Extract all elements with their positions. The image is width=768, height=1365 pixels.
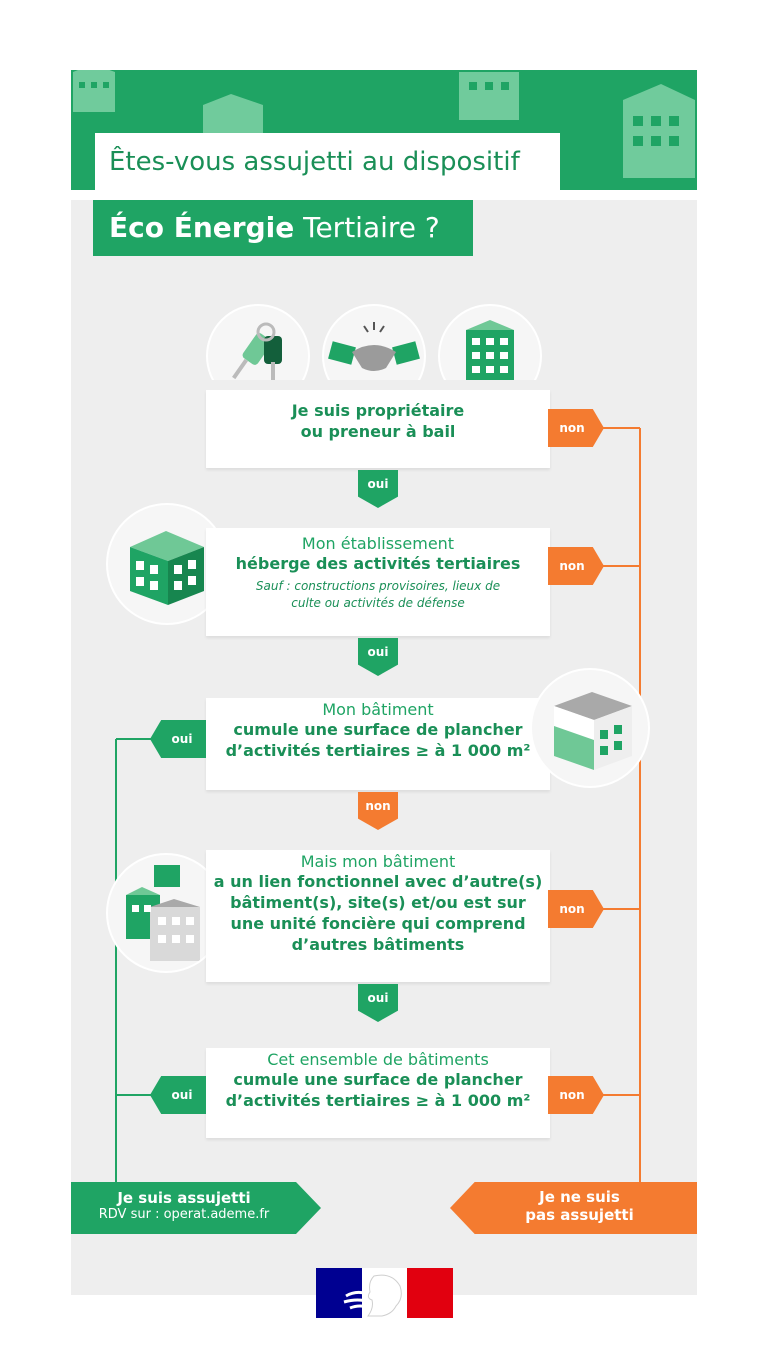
step-owner-text-1: Je suis propriétaire xyxy=(291,401,465,420)
step-surface-box: Mon bâtiment cumule une surface de planc… xyxy=(206,698,550,790)
step-link-text-3: une unité foncière qui comprend xyxy=(230,914,526,933)
title-rest: Tertiaire ? xyxy=(294,211,440,244)
step-link-intro: Mais mon bâtiment xyxy=(300,852,456,871)
grey-building-icon-circle xyxy=(530,668,650,788)
header-buildings-icon xyxy=(73,70,695,178)
result-subject-link[interactable]: RDV sur : operat.ademe.fr xyxy=(98,1207,270,1222)
handshake-icon-circle xyxy=(322,304,426,380)
step-link-box: Mais mon bâtiment a un lien fonctionnel … xyxy=(206,850,550,982)
title-bold: Éco Énergie xyxy=(109,211,295,244)
building-group-icon xyxy=(126,865,200,961)
keys-icon xyxy=(232,322,282,380)
result-subject-title: Je suis assujetti xyxy=(117,1189,251,1207)
building-icon xyxy=(466,320,514,380)
step-ensemble-text-1: cumule une surface de plancher xyxy=(233,1070,523,1089)
result-not-subject: Je ne suis pas assujetti xyxy=(450,1182,697,1234)
step-ensemble-box: Cet ensemble de bâtiments cumule une sur… xyxy=(206,1048,550,1138)
step-link-text-1: a un lien fonctionnel avec d’autre(s) xyxy=(213,872,543,891)
step-owner-text-2: ou preneur à bail xyxy=(300,422,456,441)
non-arrow-3: non xyxy=(548,890,604,928)
oui-arrow-left-1: oui xyxy=(150,720,206,758)
step-surface-text-2: d’activités tertiaires ≥ à 1 000 m² xyxy=(225,741,531,760)
step-surface-intro: Mon bâtiment xyxy=(322,700,434,719)
marianne-logo-icon xyxy=(316,1268,453,1318)
step-tertiary-text: héberge des activités tertiaires xyxy=(235,554,521,573)
title-line-1: Êtes-vous assujetti au dispositif xyxy=(95,133,560,191)
title-line-2: Éco Énergie Tertiaire ? xyxy=(93,200,473,256)
handshake-icon xyxy=(328,322,420,371)
step-link-text-2: bâtiment(s), site(s) et/ou est sur xyxy=(230,893,526,912)
step-tertiary-box: Mon établissement héberge des activités … xyxy=(206,528,550,636)
result-not-subject-line2: pas assujetti xyxy=(525,1206,634,1224)
non-arrow-2: non xyxy=(548,547,604,585)
building-icon-circle xyxy=(438,304,542,380)
grey-building-icon xyxy=(554,692,632,770)
step-owner-box: Je suis propriétaire ou preneur à bail xyxy=(206,390,550,468)
oui-arrow-left-2: oui xyxy=(150,1076,206,1114)
step-tertiary-intro: Mon établissement xyxy=(301,534,455,553)
office-block-icon xyxy=(130,531,204,605)
non-arrow-4: non xyxy=(548,1076,604,1114)
step-tertiary-note: Sauf : constructions provisoires, lieux … xyxy=(255,579,501,610)
step-link-text-4: d’autres bâtiments xyxy=(291,935,465,954)
step-ensemble-intro: Cet ensemble de bâtiments xyxy=(267,1050,489,1069)
non-arrow-1: non xyxy=(548,409,604,447)
result-not-subject-line1: Je ne suis xyxy=(539,1188,620,1206)
step-ensemble-text-2: d’activités tertiaires ≥ à 1 000 m² xyxy=(225,1091,531,1110)
result-subject: Je suis assujetti RDV sur : operat.ademe… xyxy=(71,1182,321,1234)
step-surface-text-1: cumule une surface de plancher xyxy=(233,720,523,739)
